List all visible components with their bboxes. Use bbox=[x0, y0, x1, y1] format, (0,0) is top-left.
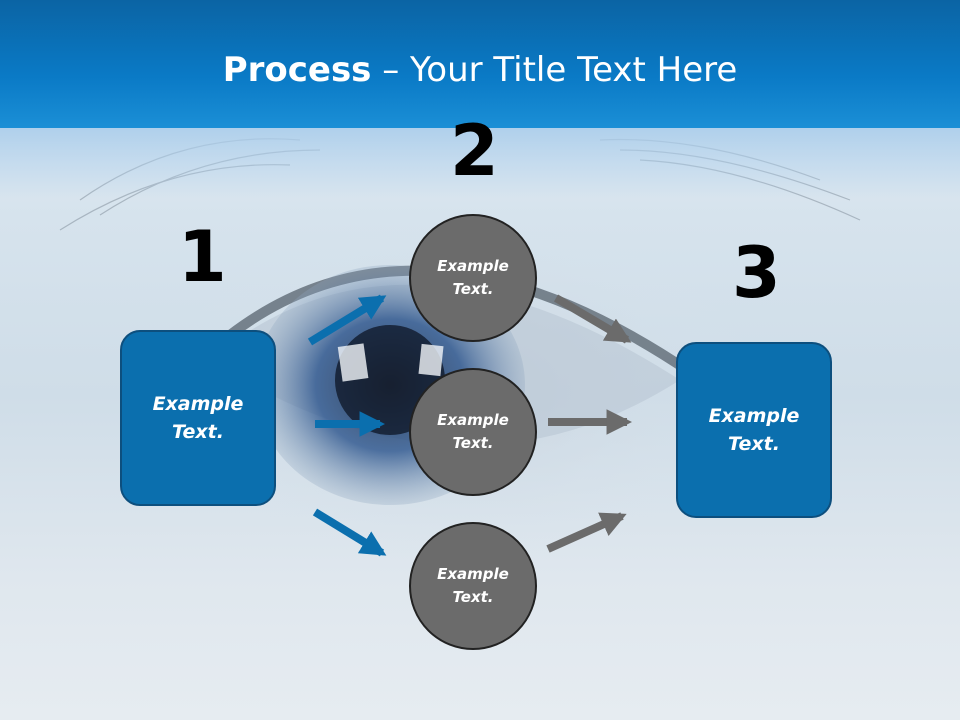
title-rest: – Your Title Text Here bbox=[371, 50, 738, 90]
arrow-blue-up bbox=[307, 294, 387, 346]
arrow-gray-up bbox=[546, 512, 627, 553]
arrow-gray-down bbox=[553, 294, 632, 344]
right-box-line1: Example bbox=[708, 404, 800, 427]
title-bold: Process bbox=[222, 50, 372, 90]
title-bar bbox=[0, 0, 960, 128]
step-number-1: 1 bbox=[178, 216, 227, 298]
circle-top-line1: Example bbox=[437, 256, 509, 275]
circle-middle-line1: Example bbox=[437, 410, 509, 429]
circle-middle-line2: Text. bbox=[452, 434, 494, 452]
step-number-3: 3 bbox=[732, 232, 781, 314]
arrow-blue-down bbox=[312, 508, 387, 557]
circle-bottom-line1: Example bbox=[437, 564, 509, 583]
slide-title: Process – Your Title Text Here bbox=[0, 50, 960, 90]
circle-bottom-line2: Text. bbox=[452, 588, 494, 606]
title-fade bbox=[0, 128, 960, 198]
circle-top-line2: Text. bbox=[452, 280, 494, 298]
left-box-line2: Text. bbox=[172, 421, 224, 443]
right-box-line2: Text. bbox=[728, 433, 780, 455]
step-number-2: 2 bbox=[450, 110, 499, 192]
left-box-line1: Example bbox=[152, 392, 244, 415]
